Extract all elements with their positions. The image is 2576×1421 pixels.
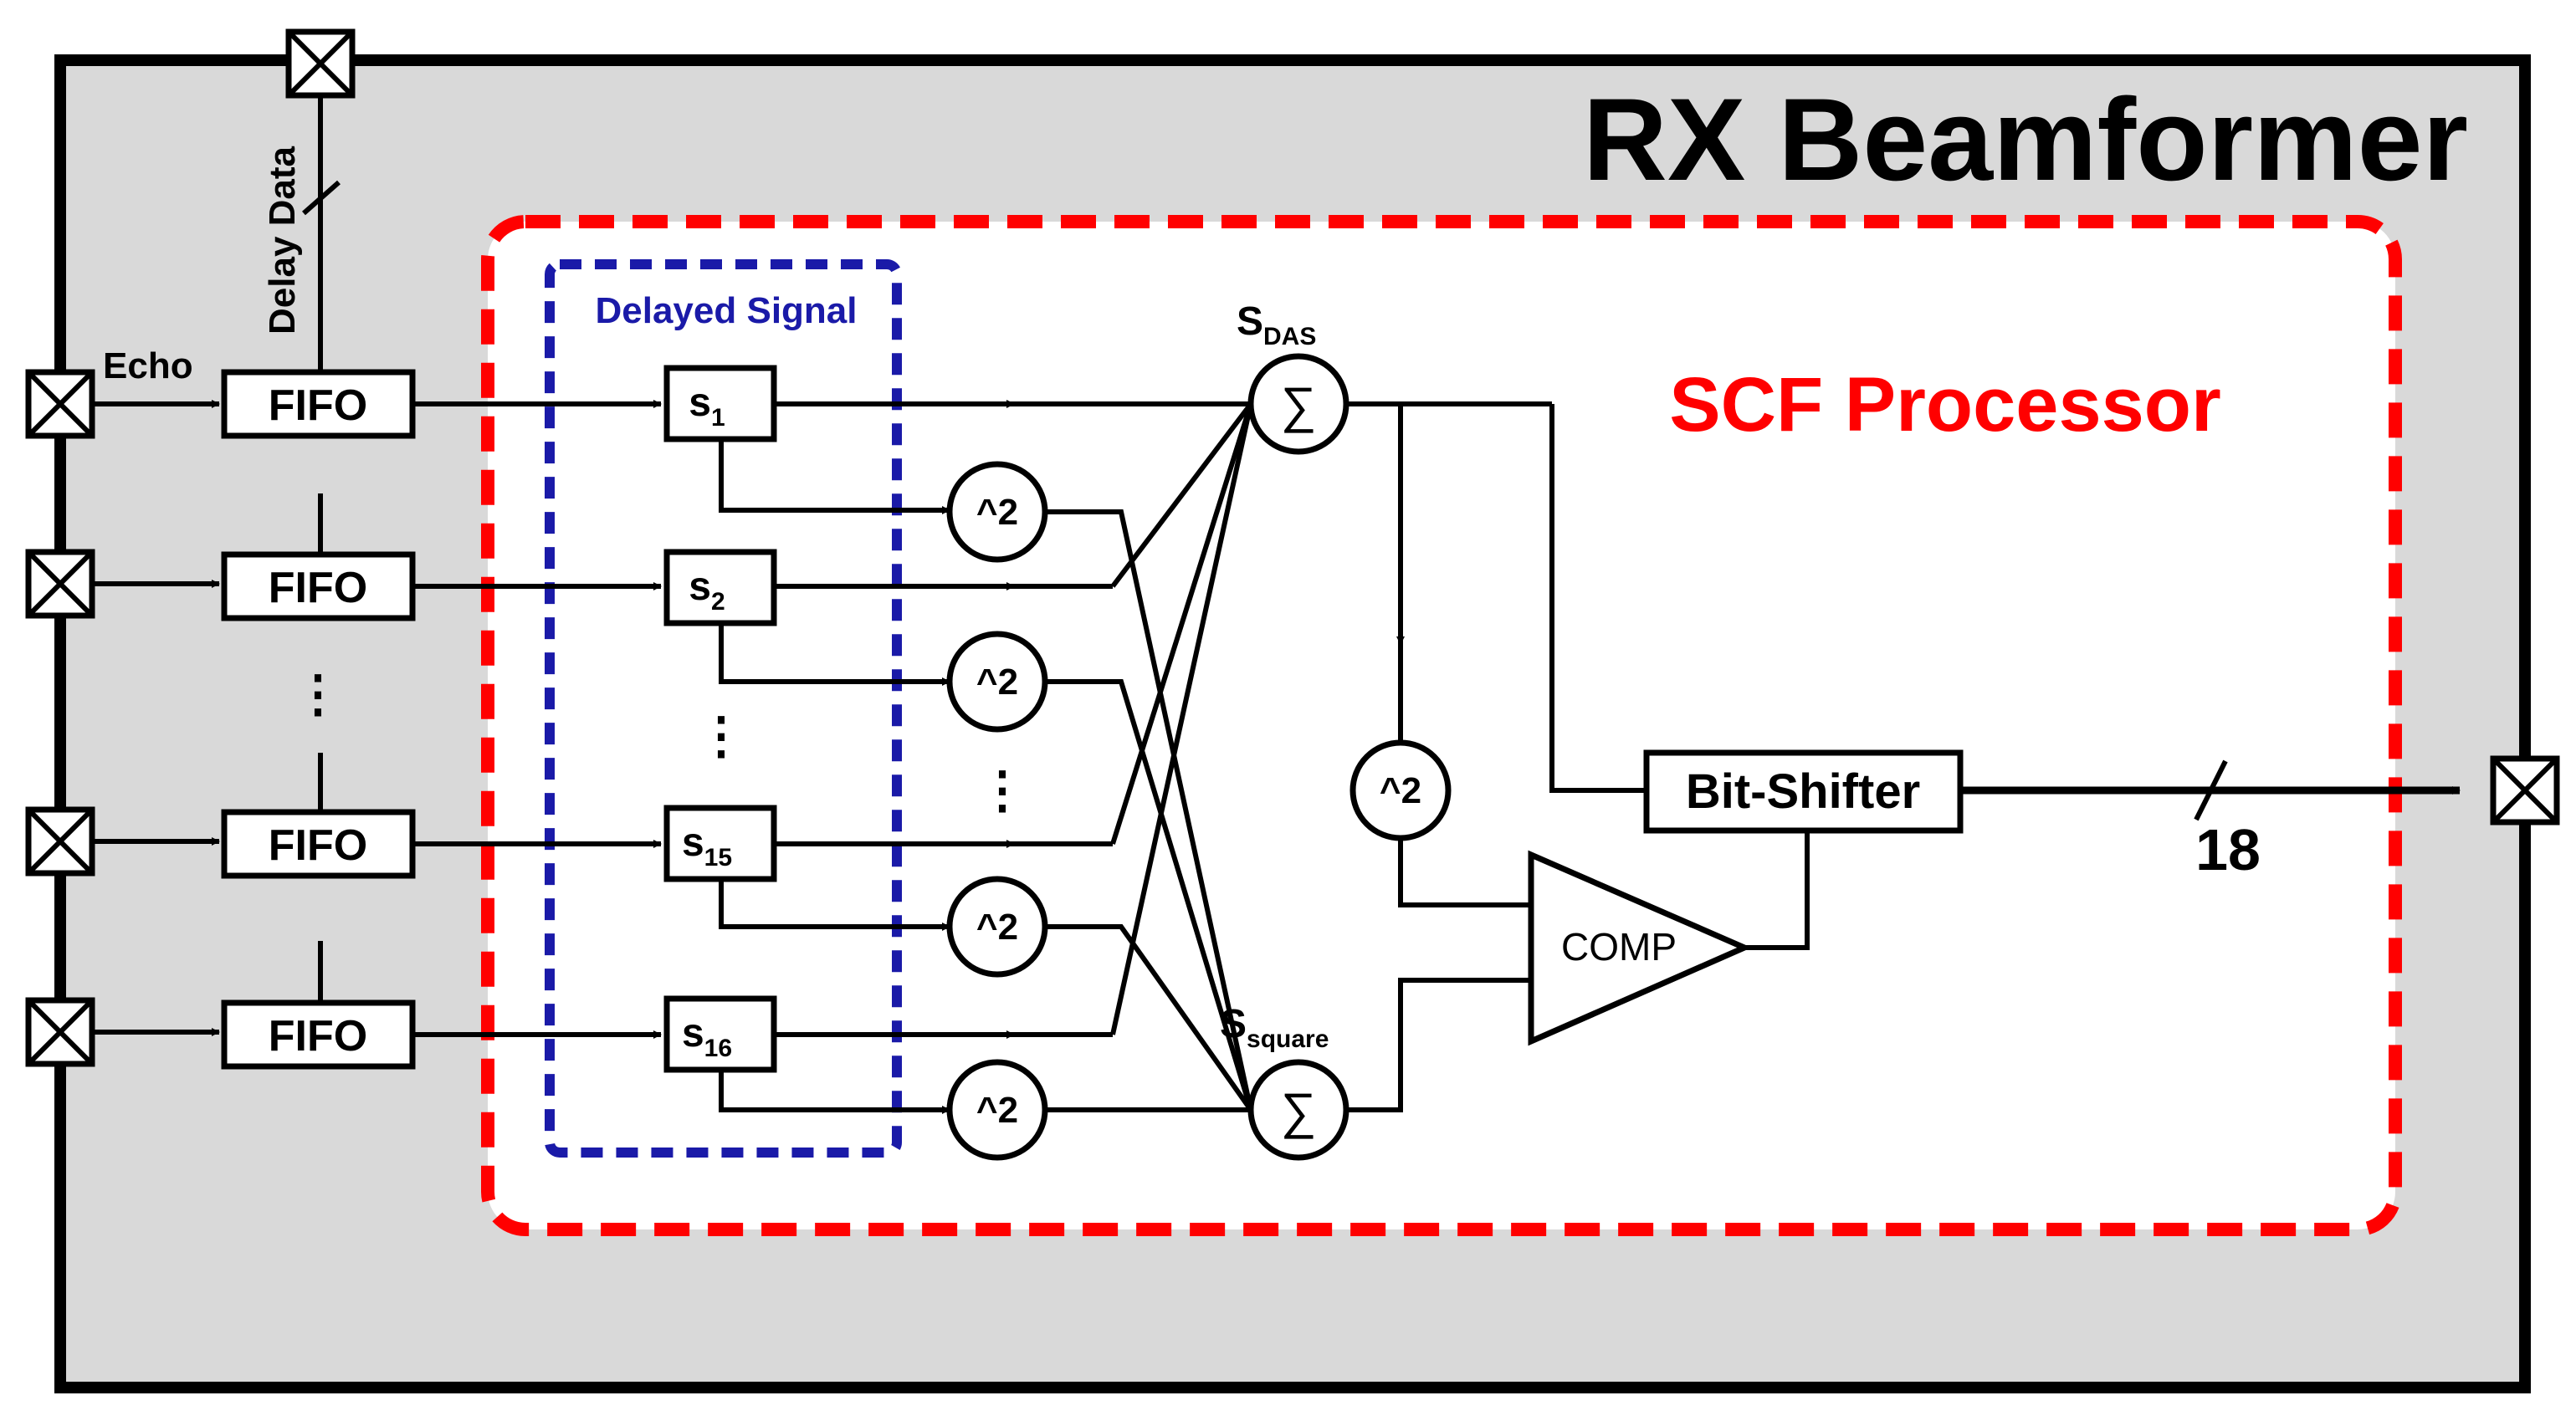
output-width-label: 18 — [2195, 817, 2261, 882]
bit-shifter: Bit-Shifter — [1643, 749, 1964, 834]
comparator: COMP — [1528, 850, 1752, 1046]
sum-square: ∑ — [1247, 1059, 1349, 1161]
fifo-1: FIFO — [221, 369, 416, 439]
fifo-2: FIFO — [221, 551, 416, 621]
svg-text:s15: s15 — [682, 820, 732, 872]
echo-label: Echo — [103, 345, 193, 386]
input-pad-16[interactable] — [25, 997, 95, 1067]
fifo-15: FIFO — [221, 809, 416, 879]
squarer-das: ^2 — [1349, 739, 1452, 841]
sum-das: ∑ — [1247, 353, 1349, 455]
svg-text:^2: ^2 — [976, 1090, 1018, 1131]
svg-text:s2: s2 — [689, 565, 725, 616]
sdas-label: SDAS — [1237, 299, 1316, 350]
svg-text:^2: ^2 — [1380, 770, 1421, 811]
squarer-1: ^2 — [946, 461, 1048, 563]
svg-text:s1: s1 — [689, 381, 725, 432]
fifo-16: FIFO — [221, 999, 416, 1070]
svg-text:^2: ^2 — [976, 907, 1018, 948]
signal-s15: s15 — [663, 805, 777, 882]
squarer-15: ^2 — [946, 876, 1048, 978]
delay-data-label: Delay Data — [262, 146, 303, 335]
svg-text:FIFO: FIFO — [269, 381, 367, 430]
signal-s1: s1 — [663, 365, 777, 442]
signal-s2: s2 — [663, 549, 777, 626]
svg-text:s16: s16 — [682, 1011, 732, 1062]
delay-data-pad[interactable] — [285, 28, 356, 99]
svg-text:Bit-Shifter: Bit-Shifter — [1686, 764, 1920, 819]
rx-beamformer-title: RX Beamformer — [1583, 74, 2468, 205]
input-pad-2[interactable] — [25, 549, 95, 619]
svg-text:FIFO: FIFO — [269, 564, 367, 612]
wire-ellipsis: ⋮ — [977, 762, 1027, 818]
squarer-2: ^2 — [946, 631, 1048, 733]
svg-text:∑: ∑ — [1281, 1083, 1317, 1139]
scf-processor-label: SCF Processor — [1669, 362, 2221, 447]
svg-text:FIFO: FIFO — [269, 1012, 367, 1061]
svg-text:FIFO: FIFO — [269, 821, 367, 870]
fifo-ellipsis: ⋮ — [293, 666, 343, 722]
output-pad[interactable] — [2490, 755, 2560, 826]
input-pad-15[interactable] — [25, 806, 95, 877]
svg-text:^2: ^2 — [976, 492, 1018, 533]
echo-input-pad[interactable] — [25, 369, 95, 439]
signal-s16: s16 — [663, 995, 777, 1073]
delayed-signal-region — [545, 259, 902, 1158]
svg-text:∑: ∑ — [1281, 377, 1317, 433]
signal-ellipsis: ⋮ — [696, 708, 746, 764]
svg-text:COMP: COMP — [1561, 925, 1677, 969]
delayed-signal-label: Delayed Signal — [595, 290, 857, 331]
ssquare-label: Ssquare — [1220, 1002, 1329, 1053]
squarer-16: ^2 — [946, 1059, 1048, 1161]
svg-text:^2: ^2 — [976, 662, 1018, 703]
